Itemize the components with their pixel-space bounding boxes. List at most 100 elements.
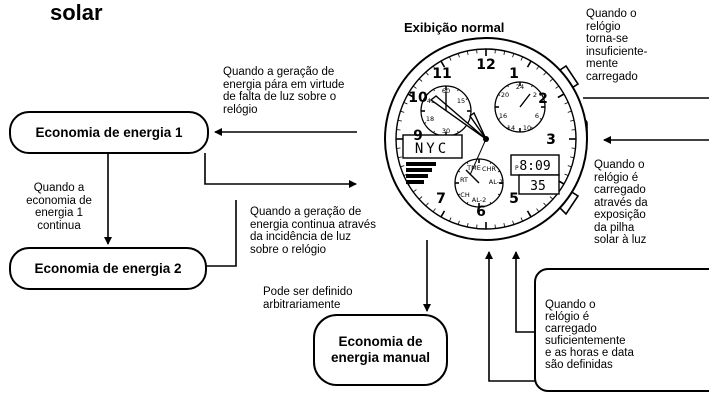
lcd-city-text: NYC xyxy=(415,141,449,157)
subdial-tick xyxy=(531,85,533,88)
dial-tick xyxy=(425,71,429,76)
dial-tick xyxy=(526,60,532,68)
dial-tick xyxy=(466,50,469,55)
dial-tick xyxy=(549,196,554,200)
svg-text:24: 24 xyxy=(516,83,524,91)
dial-tick xyxy=(536,65,540,70)
dial-tick xyxy=(440,60,446,68)
subdial-tick xyxy=(507,126,509,129)
svg-text:CH: CH xyxy=(460,191,470,199)
subdial-tick xyxy=(466,162,469,165)
dial-tick xyxy=(543,202,547,207)
subdial-tick xyxy=(457,130,459,133)
label-charged-enough: Quando o relógio é carregado suficientem… xyxy=(545,299,634,371)
dial-tick xyxy=(570,119,575,122)
subdial-tick xyxy=(424,122,427,124)
subdial-tick xyxy=(458,170,461,173)
subdial-tick xyxy=(497,170,500,173)
dial-tick xyxy=(503,223,506,228)
dial-tick xyxy=(403,102,408,105)
svg-text:2: 2 xyxy=(533,91,537,99)
subdial-tick xyxy=(531,126,533,129)
dial-tick xyxy=(400,110,405,113)
dial-tick xyxy=(432,65,436,70)
subdial-tick xyxy=(458,193,461,196)
dial-tick xyxy=(449,56,452,61)
dial-tick xyxy=(432,208,436,213)
dial-tick xyxy=(564,102,569,105)
dial-tick xyxy=(400,165,405,168)
subdial-right-hand xyxy=(519,93,531,108)
lcd-bars xyxy=(406,162,436,184)
subdial-tick xyxy=(457,89,459,92)
dial-tick xyxy=(512,220,515,225)
seconds-hand xyxy=(469,138,487,176)
subdial-tick xyxy=(489,201,492,204)
subdial-tick xyxy=(498,94,501,96)
svg-text:45: 45 xyxy=(427,97,435,105)
subdial-tick xyxy=(539,118,542,120)
numeral-3: 3 xyxy=(546,132,556,148)
subdial-tick xyxy=(424,98,427,100)
manual-box: Economia de energia manual xyxy=(313,314,448,386)
numeral-12: 12 xyxy=(476,57,495,73)
subdial-tick xyxy=(489,162,492,165)
svg-text:20: 20 xyxy=(501,91,509,99)
dial-tick xyxy=(503,50,506,55)
numeral-1: 1 xyxy=(509,66,519,82)
label-insufficient: Quando o relógio torna-se insuficiente- … xyxy=(586,8,648,83)
dial-tick xyxy=(557,93,565,99)
svg-text:RT: RT xyxy=(460,176,468,184)
svg-text:60: 60 xyxy=(442,87,450,95)
center-pin xyxy=(483,136,489,142)
dial-tick xyxy=(512,53,515,58)
svg-text:AL-1: AL-1 xyxy=(489,178,503,186)
subdial-tick xyxy=(465,98,468,100)
dial-tick xyxy=(567,165,572,168)
label-light-lack: Quando a geração de energia pára em virt… xyxy=(223,66,345,116)
subdial-tick xyxy=(433,130,435,133)
dial-tick xyxy=(466,223,469,228)
dial-tick xyxy=(449,217,452,222)
numeral-11: 11 xyxy=(432,66,451,82)
numeral-9: 9 xyxy=(413,128,423,144)
lcd-time-text: 8:09 xyxy=(519,159,550,174)
dial-tick xyxy=(549,78,554,82)
watch-caption: Exibição normal xyxy=(404,20,505,35)
label-charged-solar: Quando o relógio é carregado através da … xyxy=(594,159,648,246)
eco2-box: Economia de energia 2 xyxy=(9,247,207,290)
lcd-right-bottom xyxy=(518,174,560,195)
dial-tick xyxy=(457,53,460,58)
label-gen-continues: Quando a geração de energia continua atr… xyxy=(250,206,376,256)
dial-tick xyxy=(567,110,572,113)
lcd-day-text: 35 xyxy=(530,179,546,194)
subdial-tick xyxy=(433,89,435,92)
dial-tick xyxy=(440,210,446,218)
minute-hand xyxy=(429,95,487,140)
label-arbitrary: Pode ser definido arbitrariamente xyxy=(263,286,353,311)
dial-tick xyxy=(570,156,575,159)
numeral-10: 10 xyxy=(408,90,428,106)
dial-tick xyxy=(418,196,423,200)
eco1-box: Economia de energia 1 xyxy=(9,111,209,154)
title-fragment: solar xyxy=(50,0,103,25)
lcd-p-text: P xyxy=(515,165,519,172)
numeral-5: 5 xyxy=(509,191,519,207)
line-eco2-to-watch xyxy=(206,200,237,267)
svg-text:30: 30 xyxy=(442,127,450,135)
dial-tick xyxy=(457,220,460,225)
svg-text:15: 15 xyxy=(457,97,465,105)
dial-tick xyxy=(520,217,523,222)
svg-text:AL-2: AL-2 xyxy=(472,196,486,204)
subdial-tick xyxy=(497,193,500,196)
charged-box xyxy=(534,268,709,392)
dial-tick xyxy=(418,78,423,82)
svg-text:10: 10 xyxy=(523,124,531,132)
dial-tick xyxy=(412,85,417,89)
subdial-tick xyxy=(539,94,542,96)
svg-text:CHR: CHR xyxy=(482,165,496,173)
dial-tick xyxy=(397,156,402,159)
hour-hand xyxy=(469,111,487,140)
dial-tick xyxy=(536,208,540,213)
